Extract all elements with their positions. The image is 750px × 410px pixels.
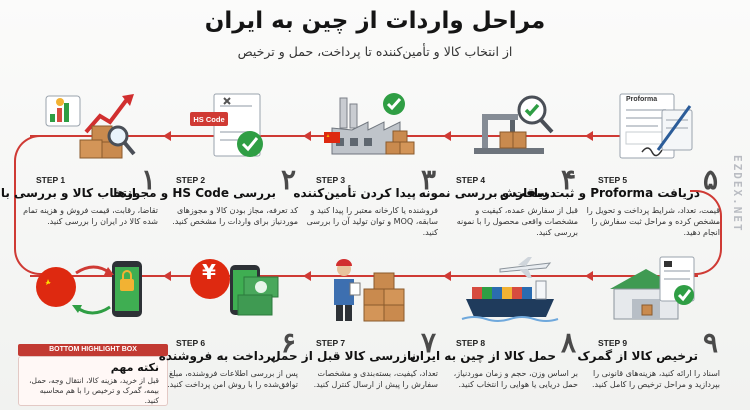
important-note-title: نکته مهم (110, 361, 159, 374)
step-label: STEP 8 (456, 338, 486, 348)
step-title: دریافت Proforma و ثبت سفارش (499, 186, 700, 200)
step-6: ¥ ۶ STEP 6 پرداخت به فروشنده پس از بررسی… (158, 255, 298, 389)
bottom-arrow-2 (303, 271, 311, 281)
step-number: ۳ (420, 164, 436, 195)
step-label: STEP 4 (456, 175, 486, 185)
step-description: پس از بررسی اطلاعات فروشنده، مبلغ توافق‌… (167, 369, 298, 389)
step-title: ترخیص کالا از گمرک (577, 349, 698, 363)
step-1: ۱ STEP 1 انتخاب کالا و بررسی بازار تقاضا… (0, 92, 158, 226)
step-description: اسناد را ارائه کنید، هزینه‌های قانونی را… (591, 369, 720, 389)
top-arrow-1 (163, 131, 171, 141)
step-label: STEP 5 (598, 175, 628, 185)
hs-code-badge: HS Code (193, 115, 225, 124)
step-number: ۱ (140, 164, 156, 195)
bottom-row-connector (30, 275, 698, 277)
step-number: ۸ (560, 327, 576, 358)
ship-plane-icon (461, 257, 559, 322)
step-title: پرداخت به فروشنده (158, 349, 276, 363)
step-description: بر اساس وزن، حجم و زمان موردنیاز، حمل در… (453, 369, 578, 389)
market-research-icon (45, 94, 136, 159)
customs-warehouse-icon (610, 256, 695, 320)
bottom-arrow-4 (585, 271, 593, 281)
step-3: ۳ STEP 3 پیدا کردن تأمین‌کننده فروشنده ی… (293, 92, 438, 237)
step-description: قبل از سفارش عمده، کیفیت و مشخصات واقعی … (456, 206, 578, 237)
step-number: ۹ (702, 327, 718, 358)
step-label: STEP 2 (176, 175, 206, 185)
proforma-invoice-icon (619, 93, 693, 159)
step-title: پیدا کردن تأمین‌کننده (293, 186, 416, 200)
step-description: تعداد، کیفیت، بسته‌بندی و مشخصات سفارش ر… (313, 369, 438, 389)
step-label: STEP 9 (598, 338, 628, 348)
step-number: ۶ (280, 327, 296, 358)
step-number: ۲ (280, 164, 296, 195)
sample-inspection-icon (474, 95, 554, 154)
important-note-box: نکته مهم قبل از خرید، هزینه کالا، انتقال… (18, 356, 168, 406)
important-note-text: قبل از خرید، هزینه کالا، انتقال وجه، حمل… (29, 376, 159, 405)
transfer-icon (36, 261, 142, 317)
step-description: تقاضا، رقابت، قیمت فروش و هزینه تمام شده… (23, 206, 158, 226)
factory-icon (324, 93, 415, 155)
top-arrow-3 (443, 131, 451, 141)
step-8: ۸ STEP 8 حمل کالا از چین به ایران بر اسا… (409, 255, 578, 389)
step-title: حمل کالا از چین به ایران (409, 349, 556, 363)
bottom-arrow-3 (443, 271, 451, 281)
payment-icon (190, 259, 279, 316)
bottom-arrow-1 (163, 271, 171, 281)
watermark: EZDEX.NET (731, 155, 744, 233)
step-number: ۴ (560, 164, 576, 195)
proforma-doc-label: Proforma (626, 96, 658, 103)
step-9: ۹ STEP 9 ترخیص کالا از گمرک اسناد را ارا… (577, 255, 720, 389)
top-arrow-4 (585, 131, 593, 141)
yuan-symbol: ¥ (202, 260, 216, 284)
step-description: کد تعرفه، مجاز بودن کالا و مجوزهای موردن… (172, 206, 298, 226)
step-7: ۷ STEP 7 بازرسی کالا قبل از حمل تعداد، ک… (270, 255, 438, 389)
page-subtitle: از انتخاب کالا و تأمین‌کننده تا پرداخت، … (237, 44, 513, 59)
step-title: انتخاب کالا و بررسی بازار (0, 186, 136, 200)
highlight-tag: BOTTOM HIGHLIGHT BOX (18, 344, 168, 356)
hs-code-document-icon (190, 93, 263, 157)
step-label: STEP 3 (316, 175, 346, 185)
step-title: بررسی HS Code و مجوزها (113, 186, 276, 200)
step-label: STEP 7 (316, 338, 346, 348)
inspector-icon (334, 259, 405, 322)
step-2: HS Code ۲ STEP 2 بررسی HS Code و مجوزها … (113, 92, 298, 226)
step-label: STEP 6 (176, 338, 206, 348)
step-4: ۴ STEP 4 دریافت و بررسی نمونه قبل از سفا… (418, 92, 578, 237)
step-title: بازرسی کالا قبل از حمل (270, 349, 416, 363)
step-description: قیمت، تعداد، شرایط پرداخت و تحویل را مشخ… (586, 206, 720, 237)
top-arrow-2 (303, 131, 311, 141)
step-label: STEP 1 (36, 175, 66, 185)
step-title: دریافت و بررسی نمونه (418, 186, 556, 200)
step-description: فروشنده یا کارخانه معتبر را پیدا کنید و … (306, 206, 438, 237)
step-number: ۵ (702, 164, 718, 195)
step-number: ۷ (420, 327, 436, 358)
step-5: Proforma ۵ STEP 5 دریافت Proforma و ثبت … (499, 92, 720, 237)
page-title: مراحل واردات از چین به ایران (204, 8, 546, 34)
